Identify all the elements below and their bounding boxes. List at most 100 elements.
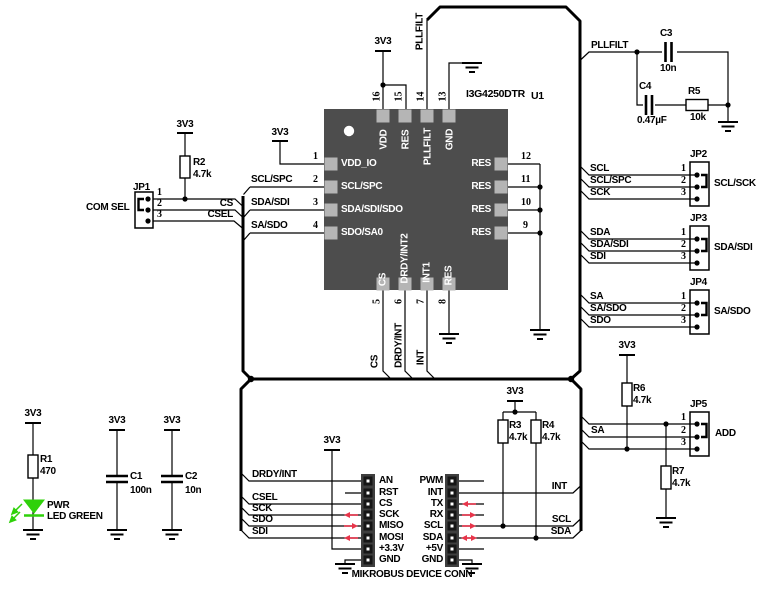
net-cs: CS — [219, 198, 234, 209]
net-sdo-mb: SDO — [252, 514, 273, 525]
c3-value: 10n — [660, 63, 677, 74]
ic-pin-pllfilt-name: PLLFILT — [422, 127, 434, 166]
jp2-pin3-num: 3 — [681, 187, 686, 198]
jp4-pin3-num: 3 — [681, 315, 686, 326]
net-pllfilt: PLLFILT — [591, 40, 629, 51]
capacitor-symbols — [106, 42, 673, 484]
net-jp4-sasdo: SA/SDO — [590, 303, 627, 314]
ground-symbols — [23, 62, 738, 574]
net-drdyint-vertical: DRDY/INT — [393, 323, 405, 368]
ic-ref-designator: U1 — [531, 90, 544, 102]
c4-value: 0.47µF — [637, 115, 667, 126]
ic-pin1-dot — [343, 125, 355, 137]
jp3-pin1-num: 1 — [681, 227, 686, 238]
mb-pin-mosi: MOSI — [379, 532, 404, 543]
jp3-pin2-num: 2 — [681, 239, 686, 250]
mb-pin-sck: SCK — [379, 509, 400, 520]
net-jp2-sck: SCK — [590, 187, 611, 198]
led-name-label: PWR — [47, 500, 70, 511]
r7-ref: R7 — [672, 466, 685, 477]
power-3v3-r2: 3V3 — [176, 119, 194, 130]
net-sda-sdi: SDA/SDI — [251, 197, 290, 208]
junction-dots — [182, 49, 731, 541]
ic-part-number: I3G4250DTR — [466, 88, 525, 100]
net-scl-spc: SCL/SPC — [251, 174, 293, 185]
signal-direction-arrows — [344, 501, 477, 541]
mikrobus-title: MIKROBUS DEVICE CONN — [351, 569, 473, 580]
net-sck-mb: SCK — [252, 503, 273, 514]
ic-symbol — [324, 109, 508, 291]
net-sa-sdo: SA/SDO — [251, 220, 288, 231]
jp3-function-label: SDA/SDI — [714, 242, 753, 253]
jp1-ref: JP1 — [133, 182, 150, 193]
jp5-pin3-num: 3 — [681, 437, 686, 448]
ic-pin-sdasdisdo-name: SDA/SDI/SDO — [341, 204, 403, 215]
jp3-ref: JP3 — [690, 213, 707, 224]
power-3v3-c2: 3V3 — [163, 415, 181, 426]
wires — [32, 20, 729, 564]
mb-pin-miso: MISO — [379, 520, 404, 531]
r3-value: 4.7k — [509, 432, 528, 443]
c2-value: 10n — [185, 485, 202, 496]
header-pin-dots — [366, 479, 454, 562]
c1-value: 100n — [130, 485, 152, 496]
ic-pin-9-num: 9 — [523, 220, 528, 231]
power-3v3-vddio: 3V3 — [271, 127, 289, 138]
jp3-pin3-num: 3 — [681, 251, 686, 262]
ic-pads — [324, 109, 508, 291]
ic-pin-15-num: 15 — [393, 91, 405, 102]
ic-pin-gnd-name: GND — [444, 128, 456, 151]
ic-pin-1-num: 1 — [313, 151, 318, 162]
r4-ref: R4 — [542, 420, 555, 431]
jp5-pin2-num: 2 — [681, 425, 686, 436]
ic-pin-vddio-name: VDD_IO — [341, 158, 377, 169]
mb-pin-rx: RX — [429, 509, 444, 520]
r5-value: 10k — [690, 112, 706, 123]
led-light-arrows — [8, 503, 23, 524]
jp1-function-label: COM SEL — [86, 202, 130, 213]
jp4-pin1-num: 1 — [681, 291, 686, 302]
mb-pin-an: AN — [379, 475, 393, 486]
jp4-ref: JP4 — [690, 277, 707, 288]
power-3v3-r3r4: 3V3 — [506, 386, 524, 397]
power-symbols — [25, 50, 635, 451]
ic-pin-sclspc-name: SCL/SPC — [341, 181, 383, 192]
ic-pin-11-num: 11 — [521, 174, 531, 185]
net-int-vertical: INT — [415, 349, 427, 366]
jp2-ref: JP2 — [690, 149, 707, 160]
r3-ref: R3 — [509, 420, 522, 431]
r2-value: 4.7k — [193, 169, 212, 180]
c1-ref: C1 — [130, 471, 143, 482]
mb-pin-sda: SDA — [422, 532, 444, 543]
net-sda-mb: SDA — [550, 526, 572, 537]
jumper-shunts — [137, 173, 708, 439]
r5-ref: R5 — [688, 86, 701, 97]
ic-pin-2-num: 2 — [313, 174, 318, 185]
ic-pin-4-num: 4 — [313, 220, 318, 231]
bus-trunk — [239, 5, 583, 531]
power-3v3-mikrobus: 3V3 — [323, 435, 341, 446]
resistor-symbols — [27, 98, 709, 490]
ic-pin-14-num: 14 — [415, 91, 427, 102]
mikrobus-headers — [361, 474, 459, 567]
jumper-pins — [145, 172, 700, 452]
net-csel: CSEL — [207, 209, 234, 220]
ic-pin-12-num: 12 — [521, 151, 531, 162]
mb-pin-cs: CS — [379, 498, 393, 509]
jp2-pin2-num: 2 — [681, 175, 686, 186]
jp1-pin2-num: 2 — [157, 198, 162, 209]
jp4-pin2-num: 2 — [681, 303, 686, 314]
power-3v3-r1: 3V3 — [24, 408, 42, 419]
mb-pin-5v: +5V — [425, 543, 443, 554]
mb-pin-int: INT — [427, 487, 444, 498]
mb-pin-pwm: PWM — [419, 475, 443, 486]
jumper-symbols — [134, 161, 710, 457]
net-jp5-sa: SA — [591, 425, 605, 436]
r4-value: 4.7k — [542, 432, 561, 443]
mb-pin-tx: TX — [430, 498, 443, 509]
ic-pin-16-num: 16 — [371, 91, 383, 102]
ic-pin-7-num: 7 — [415, 299, 427, 304]
led-symbol — [8, 499, 46, 524]
ic-pin-5-num: 5 — [371, 299, 383, 304]
